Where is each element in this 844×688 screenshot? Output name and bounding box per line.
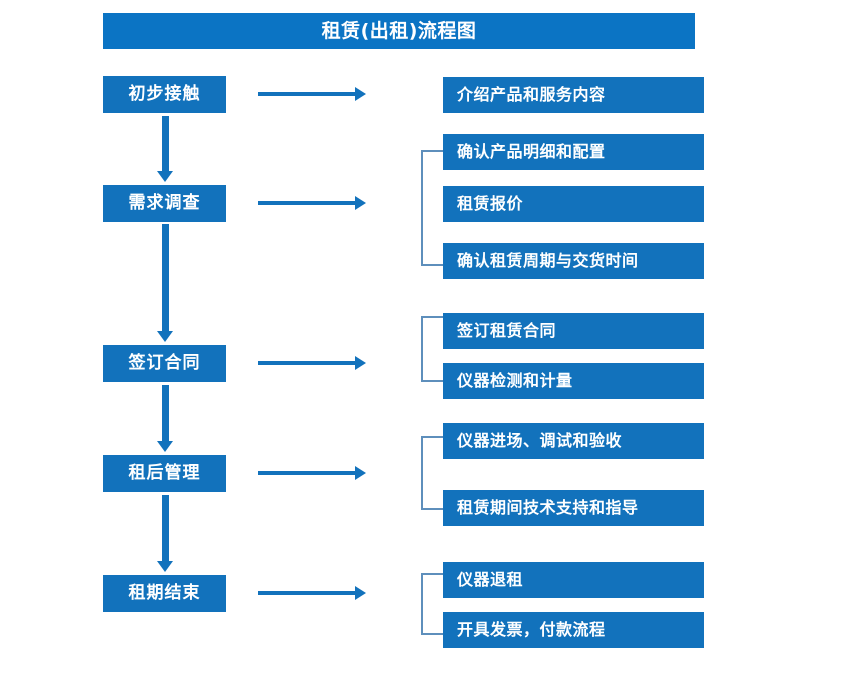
- stage-box-4[interactable]: 租后管理: [103, 455, 226, 492]
- stage-box-5[interactable]: 租期结束: [103, 575, 226, 612]
- horizontal-arrow-4: [258, 466, 366, 480]
- stage-box-3[interactable]: 签订合同: [103, 345, 226, 382]
- detail-box-2[interactable]: 确认产品明细和配置: [443, 134, 704, 170]
- detail-box-10[interactable]: 开具发票，付款流程: [443, 612, 704, 648]
- detail-box-7[interactable]: 仪器进场、调试和验收: [443, 423, 704, 459]
- detail-box-8[interactable]: 租赁期间技术支持和指导: [443, 490, 704, 526]
- group-bracket-3: [421, 316, 443, 382]
- detail-box-9[interactable]: 仪器退租: [443, 562, 704, 598]
- detail-box-1[interactable]: 介绍产品和服务内容: [443, 77, 704, 113]
- vertical-arrow-2-3: [155, 224, 175, 342]
- vertical-arrow-1-2: [155, 116, 175, 182]
- stage-box-2[interactable]: 需求调查: [103, 185, 226, 222]
- stage-box-1[interactable]: 初步接触: [103, 76, 226, 113]
- horizontal-arrow-3: [258, 356, 366, 370]
- group-bracket-4: [421, 436, 443, 510]
- page-title: 租赁(出租)流程图: [103, 13, 695, 49]
- vertical-arrow-3-4: [155, 385, 175, 452]
- horizontal-arrow-2: [258, 196, 366, 210]
- vertical-arrow-4-5: [155, 495, 175, 572]
- group-bracket-5: [421, 573, 443, 635]
- horizontal-arrow-5: [258, 586, 366, 600]
- detail-box-4[interactable]: 确认租赁周期与交货时间: [443, 243, 704, 279]
- group-bracket-2: [421, 150, 443, 266]
- detail-box-5[interactable]: 签订租赁合同: [443, 313, 704, 349]
- detail-box-6[interactable]: 仪器检测和计量: [443, 363, 704, 399]
- detail-box-3[interactable]: 租赁报价: [443, 186, 704, 222]
- horizontal-arrow-1: [258, 87, 366, 101]
